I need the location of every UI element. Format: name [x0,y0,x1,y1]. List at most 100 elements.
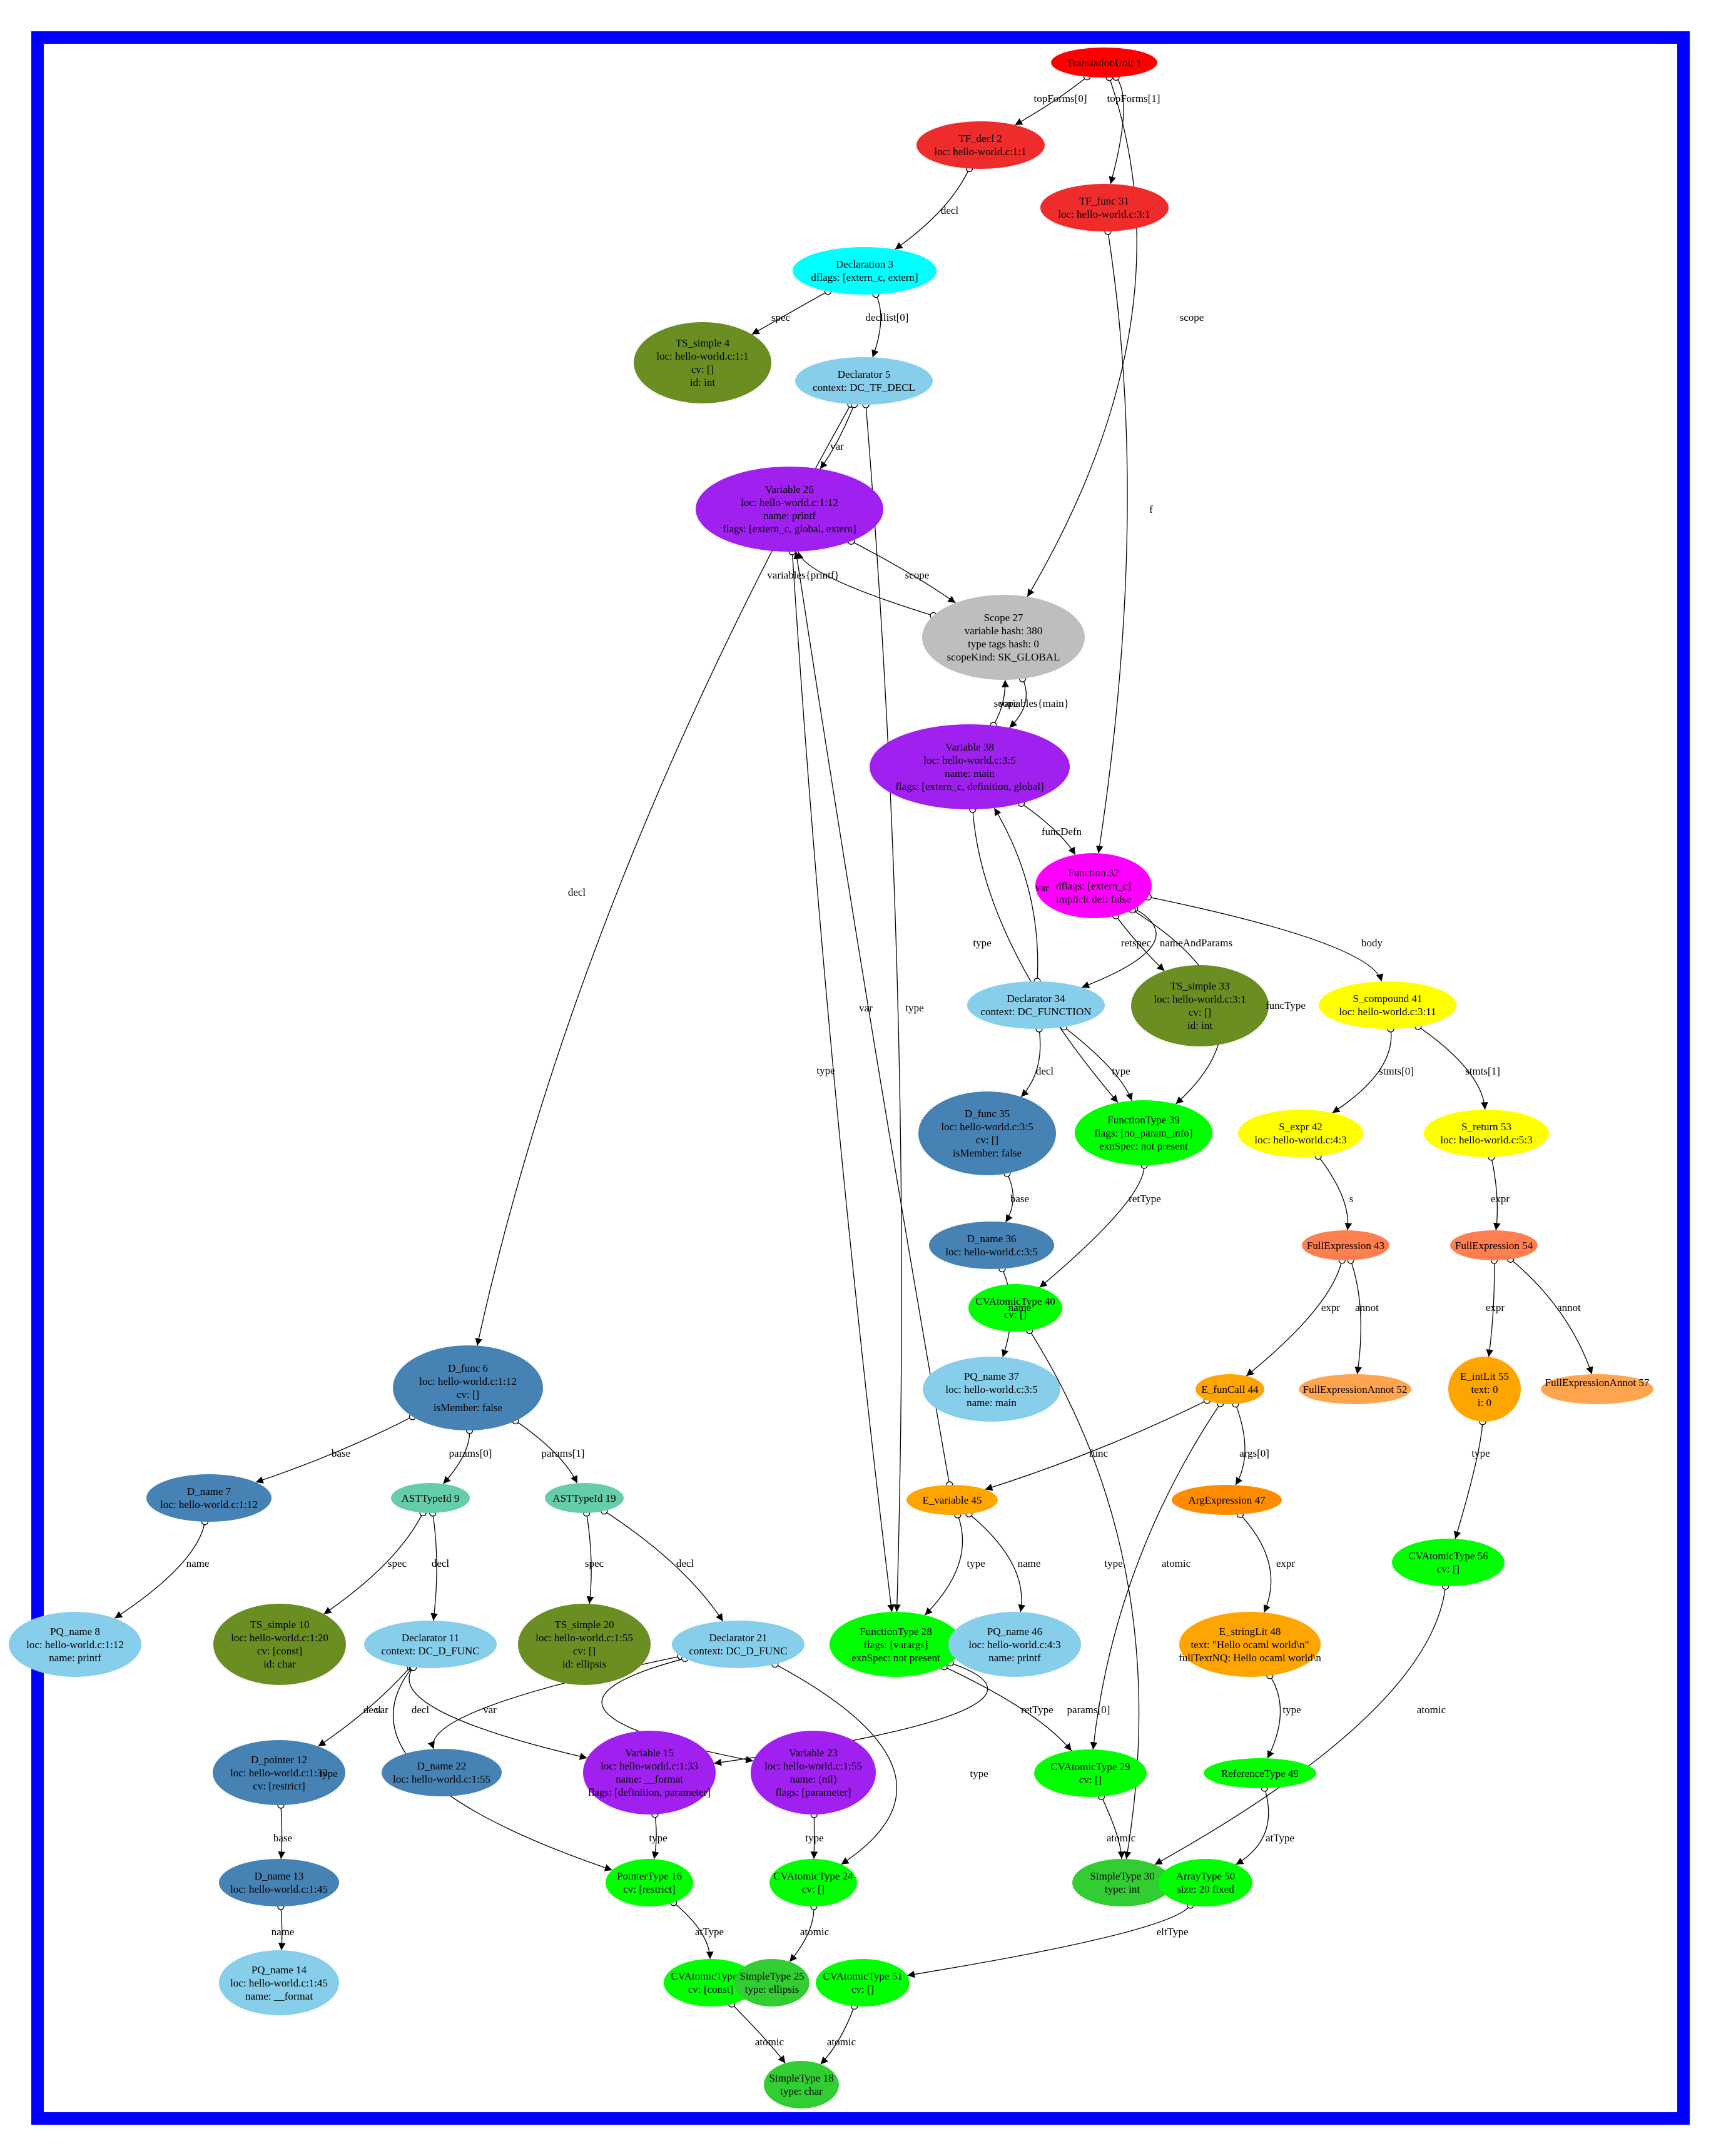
edge-label: atType [694,1926,724,1938]
graph-node-n57[interactable]: FullExpressionAnnot 57 [1541,1374,1653,1404]
graph-node-n1[interactable]: TranslationUnit 1 [1051,48,1157,78]
node-title: TF_func 31 [1079,195,1129,207]
node-attribute: cv: [] [1188,1006,1212,1018]
node-title: PQ_name 14 [251,1963,307,1976]
edge-label: spec [584,1557,604,1569]
node-attribute: cv: [const] [256,1645,303,1657]
graph-node-n9[interactable]: ASTTypeId 9 [391,1483,470,1513]
node-title: SimpleType 30 [1090,1870,1155,1882]
node-attribute: isMember: false [953,1147,1022,1159]
edge-n51-n18 [820,2006,855,2065]
edge-n23-n24 [810,1814,818,1860]
edge-n45-n28 [924,1514,963,1616]
graph-node-n47[interactable]: ArgExpression 47 [1172,1485,1282,1515]
graph-node-n49[interactable]: ReferenceType 49 [1204,1758,1316,1788]
node-attribute: loc: hello-world.c:3:11 [1339,1006,1436,1018]
node-attribute: loc: hello-world.c:1:12 [419,1375,517,1387]
node-attribute: cv: [] [691,363,714,375]
edge-label: var [1035,882,1049,894]
edge-label: decl [940,205,959,216]
graph-node-n44[interactable]: E_funCall 44 [1196,1374,1264,1404]
node-attribute: flags: [extern_c, definition, global] [895,781,1044,792]
node-attribute: loc: hello-world.c:4:3 [1254,1134,1347,1146]
node-attribute: dflags: [extern_c] [1055,879,1132,892]
node-attribute: size: 20 fixed [1177,1883,1234,1895]
edge-label: params[0] [1067,1704,1110,1716]
graph-node-n19[interactable]: ASTTypeId 19 [545,1483,624,1513]
node-title: CVAtomicType 24 [773,1870,853,1882]
node-attribute: flags: [definition, parameter] [588,1786,711,1798]
node-attribute: type: char [780,2085,823,2097]
node-attribute: name: printf [988,1651,1041,1664]
node-attribute: loc: hello-world.c:3:1 [1154,993,1246,1005]
node-title: FullExpressionAnnot 52 [1302,1383,1408,1395]
node-attribute: loc: hello-world.c:4:3 [968,1638,1061,1651]
edge-label: expr [1485,1302,1505,1313]
edge-n41-n42 [1332,1028,1392,1113]
edge-n9-n11 [430,1512,438,1621]
graph-node-n54[interactable]: FullExpression 54 [1450,1230,1538,1260]
edge-label: base [1010,1193,1030,1205]
edge-label: var [830,440,844,452]
edge-n19-n21 [604,1511,724,1622]
node-attribute: loc: hello-world.c:5:3 [1440,1134,1533,1146]
edge-n44-n47 [1235,1404,1246,1485]
node-attribute: implicit def: false [1056,893,1131,905]
edge-n9-n10 [323,1512,424,1615]
node-title: TranslationUnit 1 [1067,56,1142,69]
graph-node-n45[interactable]: E_variable 45 [906,1485,998,1515]
graph-node-n43[interactable]: FullExpression 43 [1302,1230,1389,1260]
edge-label: name [1008,1302,1032,1313]
edge-label: name [271,1926,295,1938]
graph-node-n52[interactable]: FullExpressionAnnot 52 [1299,1374,1411,1404]
edge-label: atomic [1161,1557,1191,1569]
edge-label: type [1112,1065,1130,1077]
